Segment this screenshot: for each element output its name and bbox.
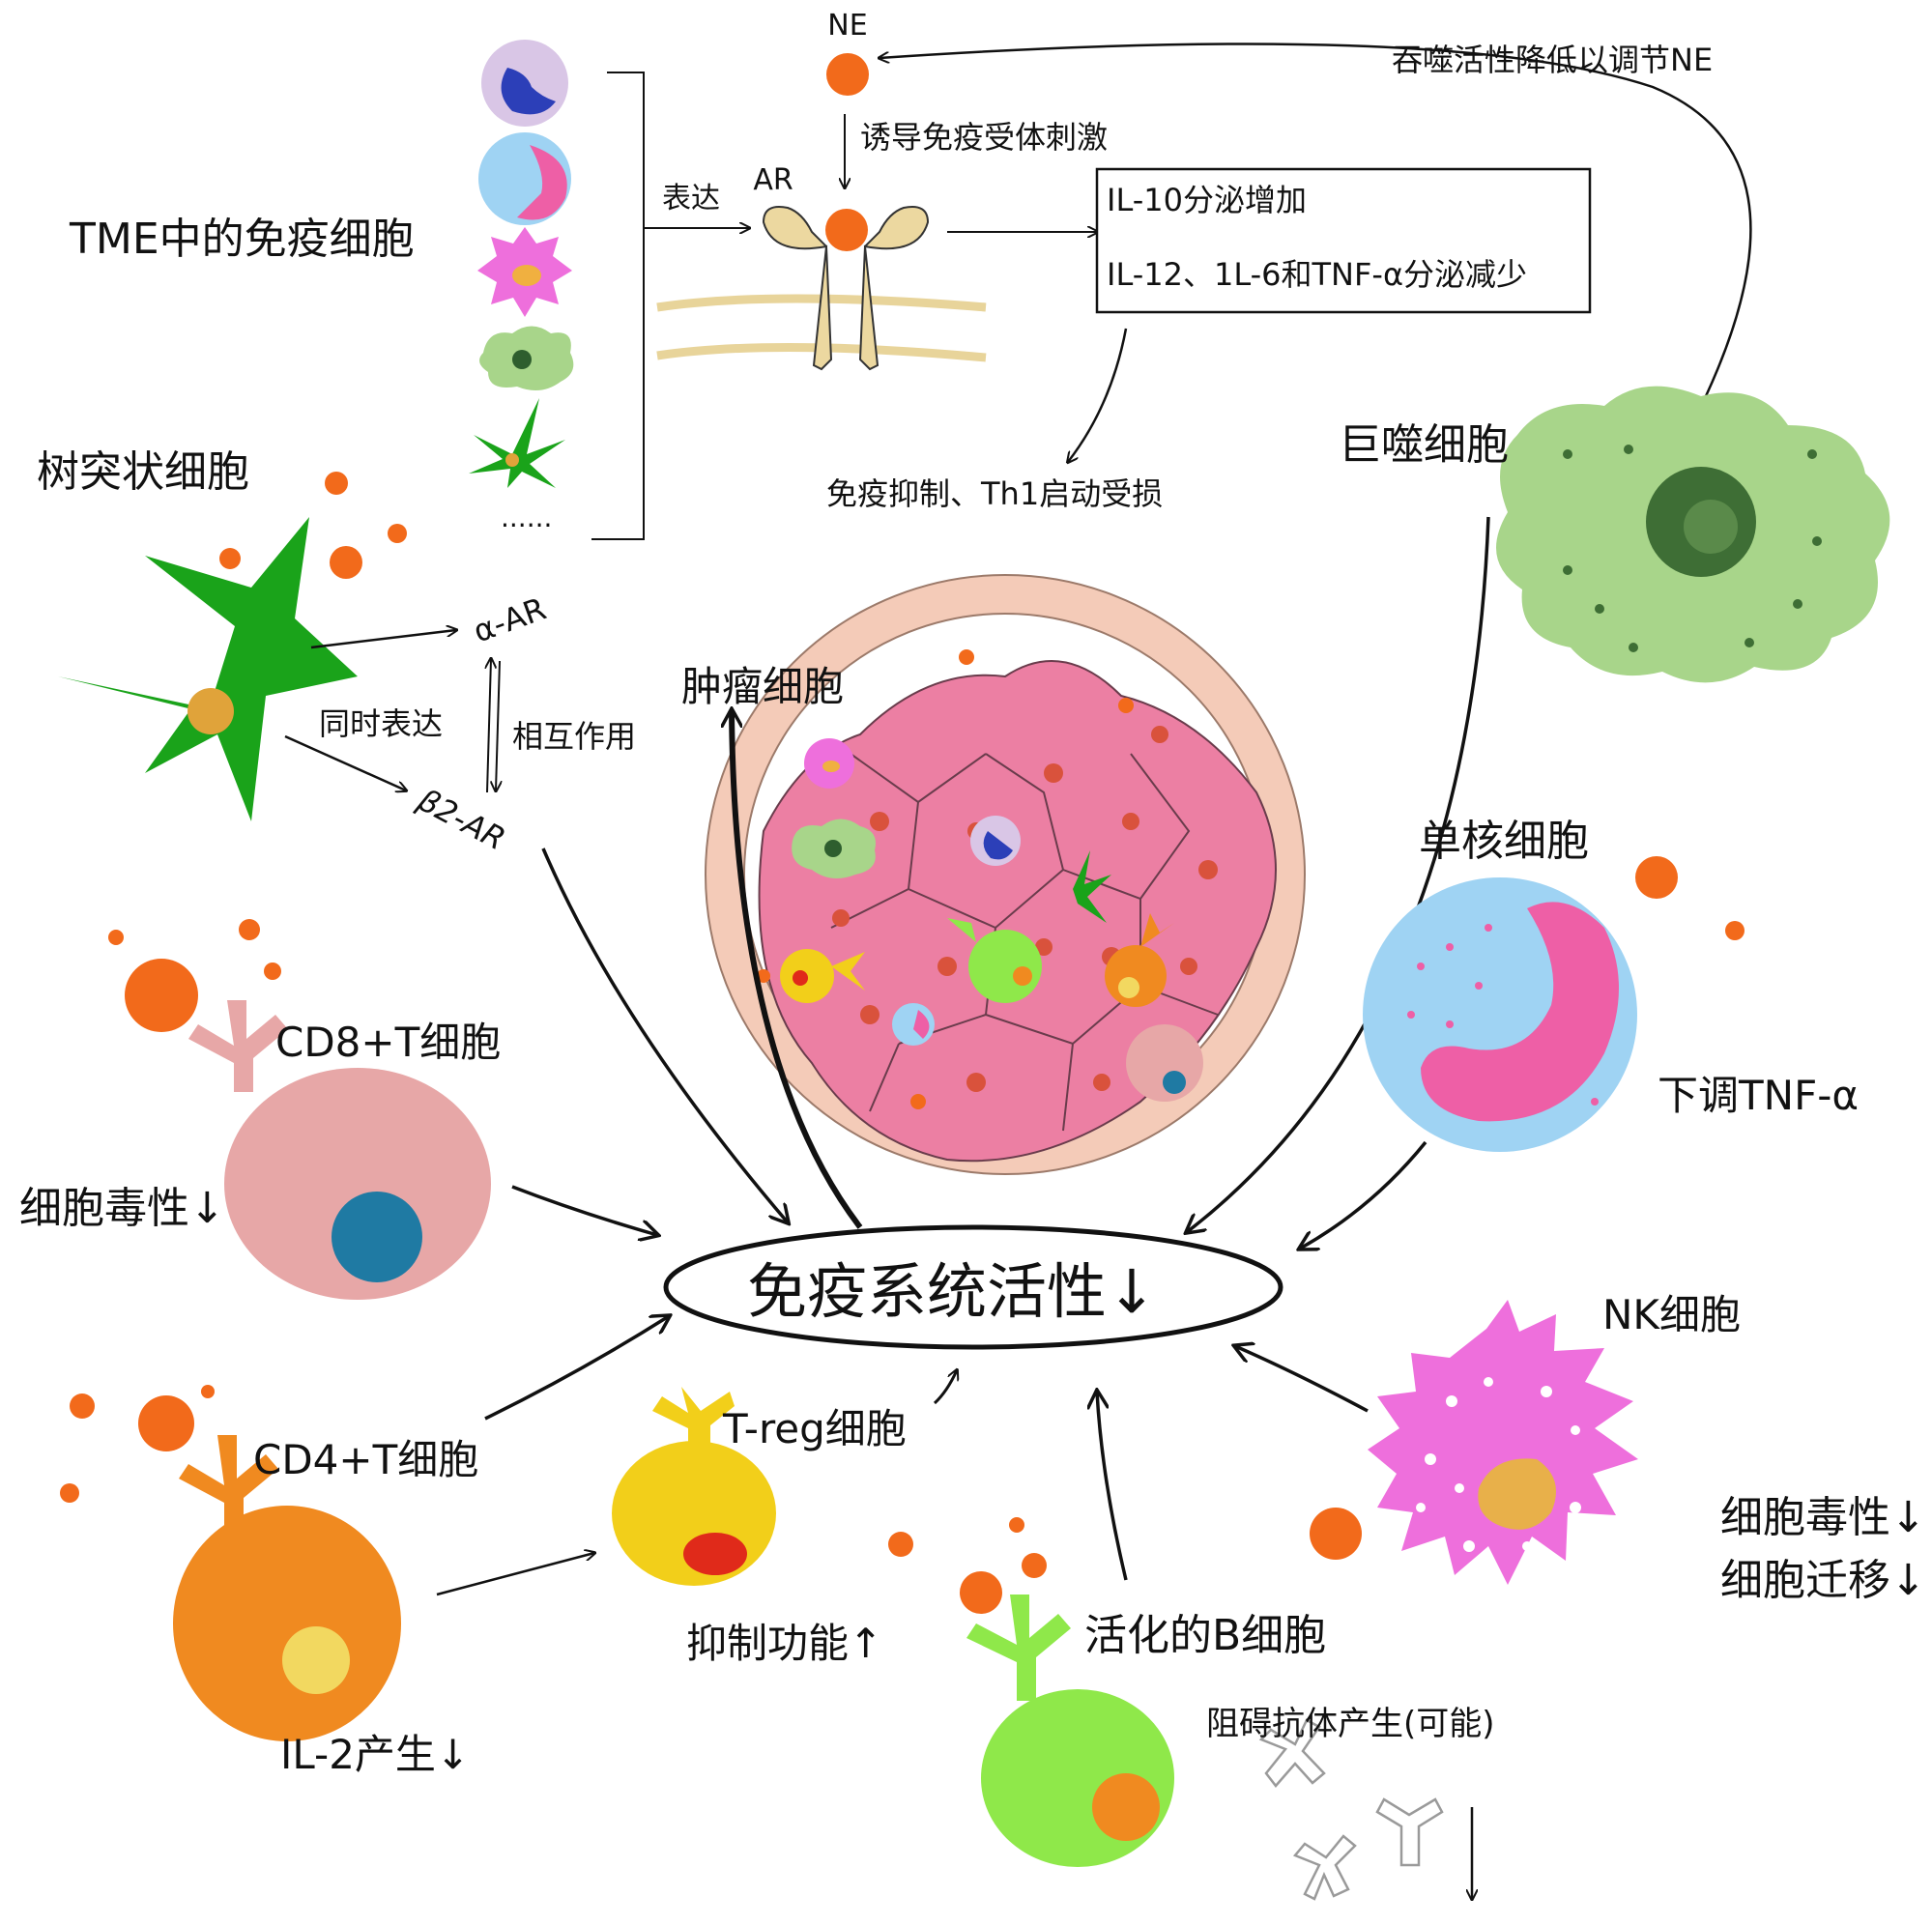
phago-arrow xyxy=(879,43,1752,397)
bcell-to-immune-arrow xyxy=(1097,1392,1128,1581)
orange-dot xyxy=(108,930,124,945)
orange-dot xyxy=(1118,698,1134,713)
immune-activity-label: 免疫系统活性↓ xyxy=(747,1256,1157,1327)
immune-to-tumor-arrow xyxy=(732,710,863,1229)
cd8-cyto-label: 细胞毒性↓ xyxy=(19,1184,225,1233)
interact-label: 相互作用 xyxy=(512,718,636,755)
dc-label: 树突状细胞 xyxy=(37,447,249,497)
cd4-to-immune-arrow xyxy=(484,1316,669,1421)
dc-alpha-arrow xyxy=(310,630,456,649)
tme-cell-dendritic xyxy=(469,398,565,488)
cytokine-box xyxy=(1095,167,1592,314)
macrophage-cell xyxy=(1496,386,1890,683)
orange-dot xyxy=(1310,1508,1362,1560)
dots-label: ...... xyxy=(501,502,552,533)
orange-dot xyxy=(264,962,281,980)
box-to-suppress-arrow xyxy=(1068,328,1128,462)
orange-dot xyxy=(959,649,974,665)
orange-dot xyxy=(60,1483,79,1503)
tme-bracket xyxy=(591,72,645,540)
orange-dot xyxy=(125,959,198,1032)
ar-label: AR xyxy=(753,163,793,197)
macrophage-label: 巨噬细胞 xyxy=(1339,420,1509,470)
cd4-t-cell xyxy=(173,1435,401,1741)
nk-cell xyxy=(1368,1300,1638,1585)
orange-dot xyxy=(325,472,348,495)
ne-molecule xyxy=(826,53,869,96)
treg-label: T-reg细胞 xyxy=(722,1405,907,1452)
beta-to-immune-arrow xyxy=(541,848,788,1222)
tme-cell-nk xyxy=(477,227,572,317)
alpha-ar-label: α-AR xyxy=(469,590,551,650)
monocyte-cell xyxy=(1363,877,1637,1152)
express-label: 表达 xyxy=(662,182,720,215)
b-cell xyxy=(966,1595,1174,1867)
dendritic-cell xyxy=(58,517,358,821)
tumor-nuclei xyxy=(832,726,1218,1092)
orange-dot xyxy=(757,969,770,983)
cd4-to-treg-arrow xyxy=(436,1553,594,1596)
suppress-func-label: 抑制功能↑ xyxy=(686,1620,882,1667)
il10-label: IL-10分泌增加 xyxy=(1107,182,1307,218)
nk-to-immune-arrow xyxy=(1235,1346,1369,1413)
treg-cell xyxy=(612,1387,776,1586)
treg-to-immune-arrow xyxy=(933,1370,957,1405)
orange-dot xyxy=(239,919,260,940)
orange-dot xyxy=(910,1094,926,1109)
orange-dot xyxy=(1009,1517,1024,1533)
il12-label: IL-12、1L-6和TNF-α分泌减少 xyxy=(1107,256,1527,293)
nk-cyto-label: 细胞毒性↓ xyxy=(1720,1493,1926,1542)
nk-label: NK细胞 xyxy=(1602,1291,1741,1338)
tme-cell-monocyte xyxy=(478,132,571,225)
tumor-infiltrating-cells xyxy=(780,738,1203,1102)
beta2-ar-label: β2-AR xyxy=(411,781,511,857)
suppress-label: 免疫抑制、Th1启动受损 xyxy=(826,475,1163,512)
nk-migration-label: 细胞迁移↓ xyxy=(1720,1556,1926,1605)
cd4-label: CD4+T细胞 xyxy=(253,1436,478,1483)
orange-dot xyxy=(330,546,362,579)
cd8-label: CD8+T细胞 xyxy=(275,1019,501,1066)
cd8-t-cell xyxy=(188,1000,491,1300)
ne-label: NE xyxy=(827,9,867,43)
orange-dot xyxy=(888,1532,913,1557)
tme-cell-neutrophil xyxy=(481,40,568,127)
orange-dot xyxy=(1725,921,1745,940)
phago-label: 吞噬活性降低以调节NE xyxy=(1392,42,1713,78)
immune-activity-ellipse xyxy=(663,1224,1283,1350)
dc-beta-arrow xyxy=(284,734,406,790)
cd8-to-immune-arrow xyxy=(511,1185,657,1235)
induce-label: 诱导免疫受体刺激 xyxy=(860,119,1108,156)
tme-cell-macrophage xyxy=(479,326,574,390)
tnf-down-label: 下调TNF-α xyxy=(1658,1072,1859,1119)
bcell-label: 活化的B细胞 xyxy=(1084,1611,1326,1660)
interact-arrow-up xyxy=(487,659,491,793)
orange-dot xyxy=(1635,856,1678,899)
antibodies xyxy=(1258,1718,1444,1901)
orange-dot xyxy=(388,524,407,543)
tme-label: TME中的免疫细胞 xyxy=(69,215,415,264)
adrenergic-receptor xyxy=(656,206,987,371)
orange-dot xyxy=(70,1393,95,1419)
tumor-label: 肿瘤细胞 xyxy=(681,663,844,710)
il2-label: IL-2产生↓ xyxy=(280,1731,470,1778)
monocyte-to-immune-arrow xyxy=(1300,1140,1427,1249)
orange-dot xyxy=(219,548,241,569)
orange-dot xyxy=(1022,1553,1047,1578)
antibody-label: 阻碍抗体产生(可能) xyxy=(1206,1705,1495,1743)
monocyte-label: 单核细胞 xyxy=(1419,817,1589,866)
orange-dot xyxy=(201,1385,215,1398)
orange-dot xyxy=(138,1395,194,1451)
coexpress-label: 同时表达 xyxy=(319,705,443,742)
orange-dot xyxy=(960,1571,1002,1614)
interact-arrow-down xyxy=(496,660,500,790)
